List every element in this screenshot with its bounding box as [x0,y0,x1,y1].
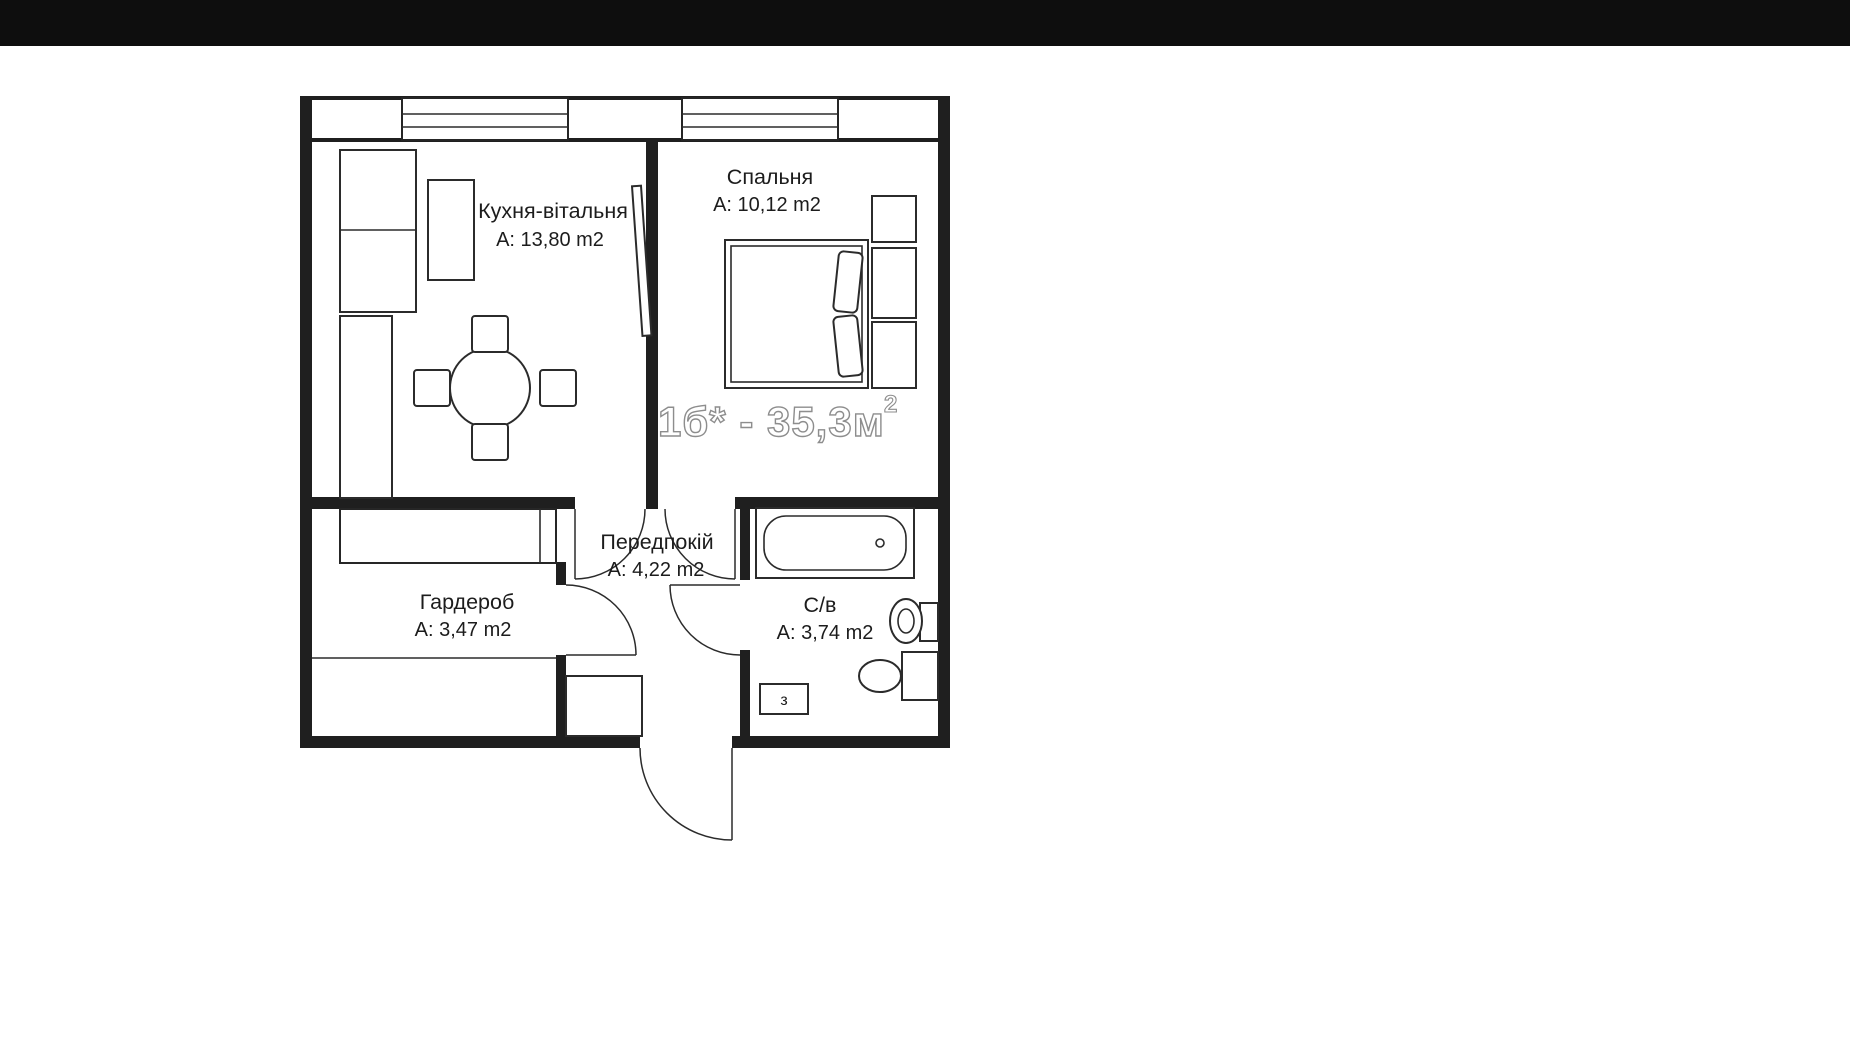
bathtub [755,507,915,579]
chair-right [539,369,577,407]
kitchen-name: Кухня-вітальня [478,199,628,223]
wall-wardrobe-lower [556,655,566,736]
wall-hall-top-right [735,497,950,509]
sink [889,598,923,644]
toilet-tank [901,651,939,701]
wall-divider-stub [646,497,658,509]
kitchen-counter [339,149,417,313]
top-black-bar [0,0,1850,46]
toilet-bowl [858,659,902,693]
bedroom-cabinet-upper [871,247,917,319]
wardrobe-area: А: 3,47 m2 [415,619,512,641]
bathtub-inner [763,515,907,571]
windows [401,97,839,141]
exterior-walls [300,96,950,748]
wall-top-inner-line [312,138,938,142]
door-kitchen [574,508,646,580]
doors [565,508,741,841]
wall-bottom-right [732,736,950,748]
interior-walls [312,140,950,736]
nightstand [871,195,917,243]
meter-box [759,683,809,715]
hallway-name: Передпокій [600,530,713,554]
window-bedroom [681,97,839,141]
chair-left [413,369,451,407]
hallway-cabinet [565,675,643,737]
pillow-bottom [832,314,864,378]
bedroom-name: Спальня [727,165,813,189]
bed-mattress [730,245,863,383]
wardrobe-shaft-band [339,508,557,564]
room-labels: Кухня-вітальня А: 13,80 m2 Спальня А: 10… [415,165,874,644]
wall-hall-top-left [312,497,575,509]
hallway-furniture [565,675,643,737]
bedroom-furniture [724,195,917,389]
kitchen-area: А: 13,80 m2 [496,229,604,251]
door-wardrobe [565,584,637,656]
wall-top-outer-line [300,96,950,100]
wall-bath-upper [740,509,750,580]
kitchen-bench [339,315,393,499]
wall-left [300,96,312,748]
chair-bottom [471,423,509,461]
wall-kitchen-bedroom-divider [646,140,658,497]
kitchen-appliance [427,179,475,281]
unit-label-superscript: 2 [884,391,897,418]
hallway-area: А: 4,22 m2 [608,559,705,581]
bedroom-cabinet-lower [871,321,917,389]
kitchen-furniture [339,149,653,499]
door-bedroom [664,508,736,580]
bathroom-name: С/в [804,593,837,617]
window-kitchen-mullions [402,113,568,128]
unit-label-group: 1б* - 35,3м 2 [657,390,898,445]
door-entrance [639,747,733,841]
bathroom-area: А: 3,74 m2 [777,622,874,644]
sink-basin [897,608,915,634]
wardrobe-name: Гардероб [420,590,515,614]
meter-box-label: з [780,692,787,709]
chair-top [471,315,509,353]
wall-wardrobe-upper [556,562,566,585]
bathroom-fixtures: з [755,507,939,715]
window-bedroom-mullions [682,113,838,128]
bedroom-area: А: 10,12 m2 [713,194,821,216]
dining-table [449,347,531,429]
kitchen-door-leaf [630,184,653,337]
door-bathroom [669,584,741,656]
wall-bottom-left [300,736,640,748]
unit-label: 1б* - 35,3м [658,398,885,445]
wall-bath-lower [740,650,750,736]
bathtub-drain [875,538,885,548]
wall-right [938,96,950,748]
pillow-top [832,250,864,314]
window-kitchen [401,97,569,141]
